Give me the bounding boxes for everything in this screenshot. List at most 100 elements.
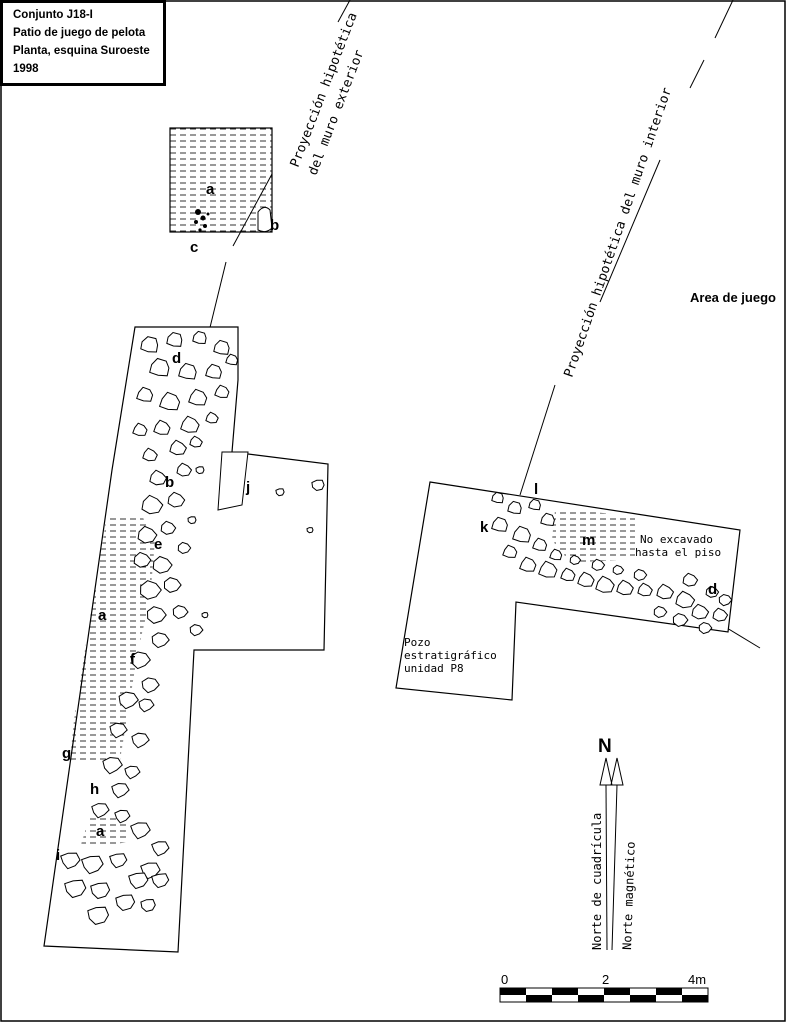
stone bbox=[151, 873, 170, 889]
pozo-line-2: estratigráfico bbox=[404, 649, 497, 662]
letter-a-low: a bbox=[96, 823, 105, 840]
stone bbox=[502, 544, 518, 558]
letter-a-mid: a bbox=[98, 607, 107, 624]
stone bbox=[124, 765, 141, 780]
letter-g: g bbox=[62, 745, 71, 762]
stone bbox=[491, 516, 508, 532]
stone bbox=[176, 462, 193, 477]
stone bbox=[612, 564, 625, 576]
stone bbox=[118, 691, 139, 710]
stone bbox=[591, 558, 606, 571]
stone bbox=[141, 677, 160, 694]
grid-north-label: Norte de cuadrícula bbox=[590, 813, 604, 950]
stone bbox=[637, 582, 653, 597]
stone bbox=[189, 624, 204, 637]
scale-segment bbox=[578, 995, 604, 1002]
scale-segment bbox=[656, 988, 682, 995]
letter-l: l bbox=[534, 481, 538, 498]
stone bbox=[633, 568, 648, 582]
stone bbox=[137, 525, 158, 544]
stone bbox=[151, 632, 170, 649]
title-line-4: 1998 bbox=[13, 63, 39, 75]
no-excavado-line-2: hasta el piso bbox=[635, 546, 721, 559]
stone bbox=[87, 906, 110, 925]
scale-label-4m: 4m bbox=[688, 972, 706, 987]
letter-b-top: b bbox=[270, 217, 279, 234]
scale-bar bbox=[499, 987, 709, 1003]
stone bbox=[180, 415, 200, 433]
letter-b-mid: b bbox=[165, 474, 174, 491]
stone bbox=[166, 331, 183, 347]
stone bbox=[549, 548, 563, 561]
letter-k: k bbox=[480, 519, 489, 536]
stone bbox=[192, 330, 207, 345]
stone bbox=[142, 447, 158, 462]
stone bbox=[90, 882, 111, 900]
stone bbox=[718, 593, 733, 607]
title-line-2: Patio de juego de pelota bbox=[13, 27, 146, 39]
upper-excavation-unit bbox=[169, 127, 273, 233]
title-line-3: Planta, esquina Suroeste bbox=[13, 45, 150, 57]
title-line-1: Conjunto J18-I bbox=[13, 9, 93, 21]
stone bbox=[146, 606, 167, 624]
stone bbox=[214, 384, 230, 398]
stone bbox=[512, 525, 531, 543]
letter-a-top: a bbox=[206, 181, 215, 198]
letter-e: e bbox=[154, 536, 162, 553]
scale-segment bbox=[604, 988, 630, 995]
stone-rubble-west bbox=[60, 330, 325, 925]
interior-projection-label: Proyección hipotética del muro interior bbox=[562, 86, 676, 380]
letter-j: j bbox=[245, 479, 250, 496]
stone bbox=[64, 879, 87, 899]
scale-segment bbox=[500, 988, 526, 995]
stone bbox=[698, 621, 713, 635]
stone bbox=[131, 732, 150, 749]
letter-d-right: d bbox=[708, 581, 717, 598]
charcoal-cluster bbox=[194, 209, 210, 232]
stone bbox=[311, 479, 325, 492]
stone bbox=[149, 469, 168, 486]
north-arrow bbox=[599, 757, 624, 951]
stone bbox=[167, 491, 186, 508]
stone bbox=[519, 556, 537, 572]
stone bbox=[169, 439, 188, 456]
letter-f: f bbox=[130, 651, 136, 668]
stone bbox=[528, 498, 541, 511]
stone bbox=[133, 551, 152, 568]
stone bbox=[595, 575, 615, 593]
stone bbox=[653, 605, 668, 619]
west-excavation-trench bbox=[43, 326, 329, 953]
stone bbox=[138, 698, 155, 713]
stone bbox=[111, 782, 130, 799]
stone bbox=[201, 611, 209, 619]
stone bbox=[80, 855, 104, 875]
scale-label-2: 2 bbox=[602, 972, 609, 987]
stone bbox=[569, 554, 582, 566]
stone bbox=[532, 537, 548, 551]
stone bbox=[213, 339, 230, 355]
magnetic-north-label: Norte magnético bbox=[620, 841, 638, 950]
stone bbox=[151, 841, 170, 857]
stone bbox=[507, 500, 522, 515]
stone bbox=[691, 603, 710, 620]
stone bbox=[158, 391, 181, 411]
stone bbox=[189, 435, 203, 448]
stone bbox=[153, 419, 171, 435]
stone bbox=[177, 541, 192, 555]
stone bbox=[616, 579, 634, 596]
stone bbox=[705, 585, 720, 598]
stone bbox=[195, 466, 205, 475]
stone bbox=[491, 491, 504, 504]
stone bbox=[152, 555, 173, 574]
north-symbol: N bbox=[598, 736, 612, 757]
letter-h: h bbox=[90, 781, 99, 798]
stone bbox=[132, 422, 148, 436]
stone bbox=[225, 353, 239, 366]
stone bbox=[275, 488, 285, 497]
stone bbox=[675, 590, 696, 609]
stone bbox=[306, 527, 314, 534]
stone bbox=[114, 809, 131, 824]
stone bbox=[712, 607, 729, 622]
stone bbox=[130, 822, 151, 840]
